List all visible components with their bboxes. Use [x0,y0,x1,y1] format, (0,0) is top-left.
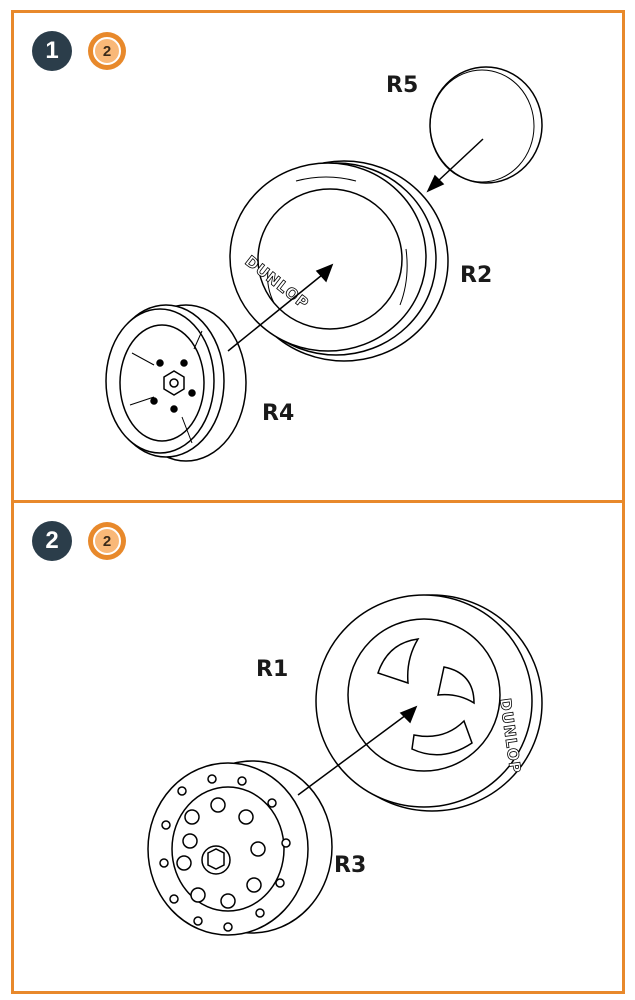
r3-wheel [147,760,333,936]
repeat-arrow-icon: 2 [93,37,121,65]
label-r5: R5 [386,73,419,98]
r1-tire: DUNLOP [315,594,543,812]
arrow-r3-to-r1 [297,714,407,796]
repeat-count-badge: 2 [88,32,126,70]
r4-wheel [105,304,247,462]
step-2-panel: 2 2 DUNLOP [14,503,622,991]
instruction-frame: 1 2 [11,10,625,994]
step-number-badge: 2 [32,521,72,561]
repeat-count-badge: 2 [88,522,126,560]
r5-hub-cap [429,66,543,184]
step-2-illustration: DUNLOP [147,594,543,936]
repeat-arrow-icon: 2 [93,527,121,555]
step-number-badge: 1 [32,31,72,71]
repeat-count: 2 [102,532,112,550]
r2-tire: DUNLOP [229,160,449,362]
label-r1: R1 [256,657,289,682]
label-r4: R4 [262,401,295,426]
label-r3: R3 [334,853,367,878]
step-1-panel: 1 2 [14,13,622,500]
repeat-count: 2 [102,42,112,60]
step-divider [14,500,622,503]
arrow-r4-to-r2 [227,274,323,352]
step-1-illustration: DUNLOP [105,66,543,462]
label-r2: R2 [460,263,493,288]
arrow-r5-to-r2 [437,138,484,182]
